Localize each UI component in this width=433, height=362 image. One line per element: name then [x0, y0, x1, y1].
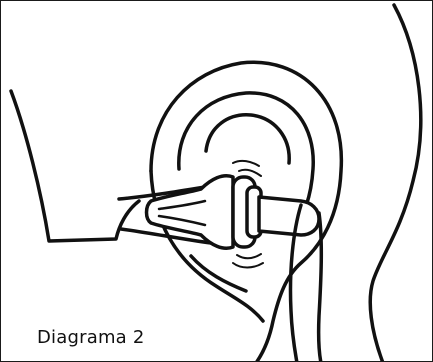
- cheek-outline: [11, 91, 139, 241]
- diagram-caption: Diagrama 2: [37, 327, 145, 349]
- head-outline: [370, 5, 420, 362]
- fit-lines-bottom: [233, 254, 263, 268]
- earbud-cable-right: [319, 213, 322, 362]
- earbud-tip: [147, 176, 234, 249]
- fit-lines-top: [233, 161, 261, 176]
- ear-concha: [206, 115, 289, 163]
- earbud-stem: [259, 197, 319, 235]
